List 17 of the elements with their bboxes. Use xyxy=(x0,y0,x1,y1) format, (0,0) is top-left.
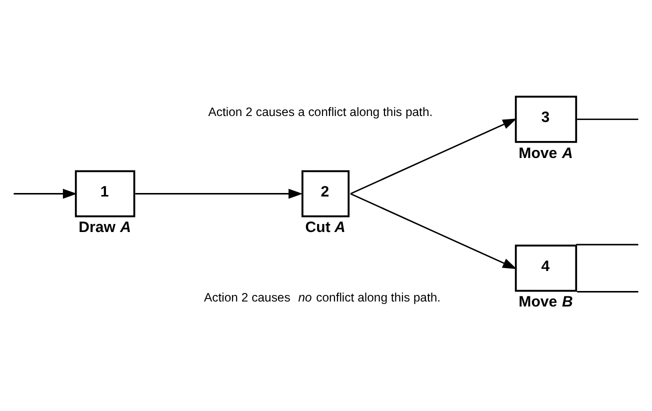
node-label: Move B xyxy=(518,293,573,310)
connector xyxy=(577,118,638,120)
arrow xyxy=(350,192,517,269)
connector xyxy=(577,290,638,292)
node-label: Move A xyxy=(518,144,573,162)
arrow xyxy=(135,188,303,198)
node-box: 2 xyxy=(302,170,350,217)
label: Action 2 causes a conflict along this path. xyxy=(208,104,433,118)
connector xyxy=(576,243,638,245)
node-box: 1 xyxy=(74,170,136,217)
label: Action 2 causes no conflict along this path. xyxy=(204,290,441,304)
node-label: Cut A xyxy=(305,218,346,236)
node-box: 4 xyxy=(514,244,578,292)
arrow xyxy=(350,118,517,194)
node-label: Draw A xyxy=(78,218,132,236)
node-box: 3 xyxy=(514,95,578,142)
arrow xyxy=(14,188,78,198)
